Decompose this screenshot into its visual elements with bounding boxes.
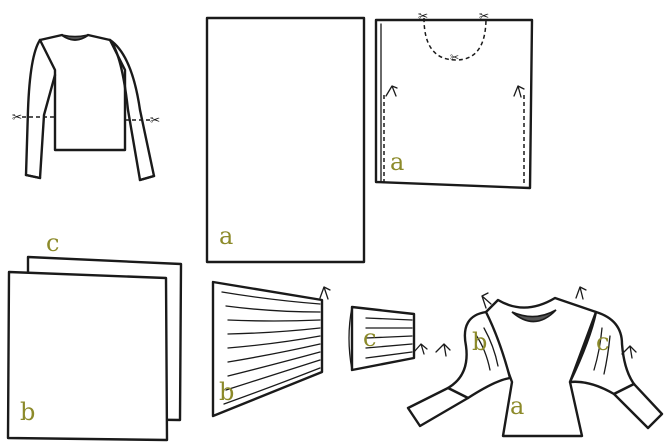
finished-garment: b c a (408, 298, 662, 436)
svg-text:✂: ✂ (12, 110, 22, 124)
final-b-label: b (472, 328, 487, 356)
tshirt-original (22, 35, 154, 180)
svg-text:✂: ✂ (450, 51, 459, 64)
scissors-icon: ✂ (450, 51, 459, 64)
pin-icon (414, 344, 427, 354)
scissors-icon: ✂ (479, 9, 489, 23)
piece-c-back-sheet-label: c (46, 229, 59, 257)
pin-icon (482, 293, 491, 308)
piece-a-large-label: a (219, 222, 233, 250)
piece-a-large: a (207, 18, 364, 262)
svg-text:✂: ✂ (479, 9, 489, 23)
pin-icon (436, 344, 450, 356)
piece-b-front-sheet-label: b (20, 398, 35, 426)
scissors-icon: ✂ (12, 110, 22, 124)
scissors-icon: ✂ (418, 9, 428, 23)
piece-b-front-sheet: b (8, 272, 167, 440)
piece-b-gathered-label: b (219, 378, 234, 406)
piece-c-gathered: c (349, 307, 414, 370)
final-c-label: c (596, 328, 609, 356)
piece-c-gathered-label: c (363, 324, 376, 352)
piece-a-folded-label: a (390, 148, 404, 176)
piece-a-folded: a (376, 18, 532, 188)
piece-b-gathered: b (213, 282, 322, 416)
pin-icon (320, 287, 330, 299)
svg-text:✂: ✂ (418, 9, 428, 23)
final-a-label: a (510, 392, 524, 420)
pin-icon (576, 287, 586, 299)
svg-text:✂: ✂ (150, 113, 160, 127)
scissors-icon: ✂ (150, 113, 160, 127)
